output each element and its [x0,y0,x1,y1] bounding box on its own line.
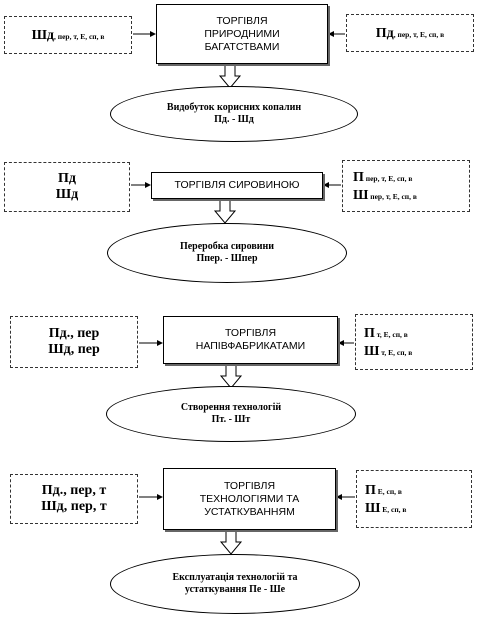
row3-left-line-1: Пд., пер [48,326,100,341]
row1-right-line-1: Пд, пер, т, Е, сп, в [375,26,445,41]
row4-center-box: ТОРГІВЛЯ ТЕХНОЛОГІЯМИ ТА УСТАТКУВАННЯМ [163,468,336,530]
row4-left-line-2: Шд, пер, т [41,499,107,514]
row3-result-ellipse: Створення технологій Пт. - Шт [106,386,356,442]
row2-left-line-1: Пд [58,171,76,186]
row2-right-line-1: П пер, т, Е, сп, в [353,170,413,185]
row4-result-line-1: Експлуатація технологій та [172,572,298,583]
row4-right-box: П Е, сп, в Ш Е, сп, в [356,470,472,528]
row2-result-line-2: Ппер. - Шпер [196,253,258,264]
row3-left-line-2: Шд, пер [48,342,100,357]
row1-center-line-1: ТОРГІВЛЯ [216,14,268,27]
row4-center-line-3: УСТАТКУВАННЯМ [204,505,295,518]
row4-right-line-2: Ш Е, сп, в [365,501,407,516]
row2-result-ellipse: Переробка сировини Ппер. - Шпер [107,223,347,283]
row1-result-ellipse: Видобуток корисних копалин Пд. - Шд [110,86,358,142]
down-arrow-3 [219,363,243,389]
row1-right-box: Пд, пер, т, Е, сп, в [346,14,474,52]
row4-result-ellipse: Експлуатація технологій та устаткування … [110,554,360,614]
row3-right-line-1: П т, Е, сп, в [364,326,408,341]
row2-left-box: Пд Шд [4,162,130,212]
down-arrow-4 [219,529,243,555]
row3-center-line-1: ТОРГІВЛЯ [224,327,277,339]
row3-left-box: Пд., пер Шд, пер [10,316,138,368]
row2-right-box: П пер, т, Е, сп, в Ш пер, т, Е, сп, в [342,160,470,212]
row4-result-line-2: устаткування Пе - Ше [184,584,286,595]
row3-result-line-1: Створення технологій [180,402,282,413]
row4-center-line-1: ТОРГІВЛЯ [223,479,276,492]
down-arrow-1 [218,63,242,89]
row1-result-line-1: Видобуток корисних копалин [166,102,302,113]
row4-left-box: Пд., пер, т Шд, пер, т [10,474,138,524]
row3-center-box: ТОРГІВЛЯ НАПІВФАБРИКАТАМИ [163,316,338,364]
row1-left-line-1: Шд, пер, т, Е, сп, в [31,28,105,43]
row2-right-line-2: Ш пер, т, Е, сп, в [353,188,417,203]
row2-left-line-2: Шд [55,187,79,202]
row1-center-line-2: ПРИРОДНИМИ [204,27,280,40]
row4-center-line-2: ТЕХНОЛОГІЯМИ ТА [199,492,300,505]
row4-right-line-1: П Е, сп, в [365,483,402,498]
row3-result-line-2: Пт. - Шт [211,414,251,425]
down-arrow-2 [213,198,237,224]
row2-result-line-1: Переробка сировини [179,241,275,252]
row1-left-box: Шд, пер, т, Е, сп, в [4,16,132,54]
row1-center-line-3: БАГАТСТВАМИ [204,40,280,53]
row1-result-line-2: Пд. - Шд [214,114,254,125]
row2-center-box: ТОРГІВЛЯ СИРОВИНОЮ [151,172,323,199]
row4-left-line-1: Пд., пер, т [41,483,107,498]
row1-center-box: ТОРГІВЛЯ ПРИРОДНИМИ БАГАТСТВАМИ [156,4,328,64]
row3-right-line-2: Ш т, Е, сп, в [364,344,413,359]
row2-center-line-1: ТОРГІВЛЯ СИРОВИНОЮ [174,179,300,191]
row3-right-box: П т, Е, сп, в Ш т, Е, сп, в [355,314,473,370]
row3-center-line-2: НАПІВФАБРИКАТАМИ [195,340,306,352]
